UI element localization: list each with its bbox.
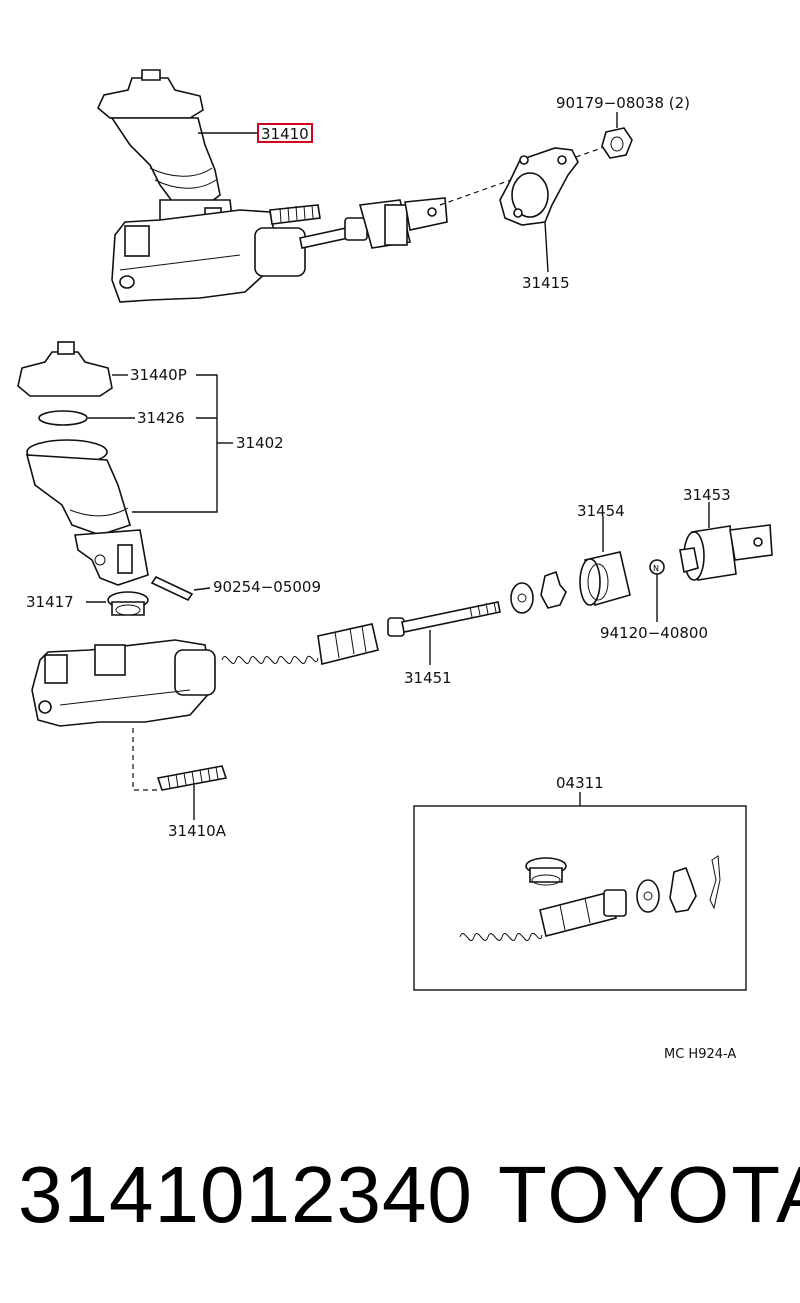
label-31410A[interactable]: 31410A <box>168 822 227 840</box>
bracket-31402 <box>132 374 218 513</box>
label-31415[interactable]: 31415 <box>522 274 570 292</box>
label-31454[interactable]: 31454 <box>577 502 625 520</box>
master-cylinder-assembly <box>97 69 611 303</box>
label-04311[interactable]: 04311 <box>556 774 604 792</box>
reservoir-cap-31440P <box>17 341 113 397</box>
grommet-31417 <box>107 591 149 616</box>
label-90254[interactable]: 90254−05009 <box>213 578 321 596</box>
label-90179[interactable]: 90179−08038 (2) <box>556 94 690 112</box>
label-31410[interactable]: 31410 <box>261 125 309 143</box>
nut-90179 <box>601 127 633 159</box>
highlight-box-31410 <box>257 123 313 143</box>
label-94120[interactable]: 94120−40800 <box>600 624 708 642</box>
label-31453[interactable]: 31453 <box>683 486 731 504</box>
clevis-31453 <box>679 524 773 581</box>
cylinder-body <box>31 639 216 791</box>
pin-90254 <box>150 575 194 602</box>
parts-exploded-diagram: 31410 31415 90179−08038 (2) 31440P 31426… <box>17 69 773 1062</box>
seal-31426 <box>38 410 88 426</box>
label-31426[interactable]: 31426 <box>137 409 185 427</box>
kit-box-04311 <box>413 805 747 991</box>
part-number: 3141012340 <box>18 1150 473 1239</box>
kit-contents <box>459 855 721 941</box>
label-31417[interactable]: 31417 <box>26 593 74 611</box>
leader-31415 <box>544 221 549 273</box>
brand-name: TOYOTA <box>498 1150 800 1239</box>
reservoir-31402 <box>25 439 149 586</box>
leader-90254 <box>193 587 211 591</box>
label-31402[interactable]: 31402 <box>236 434 284 452</box>
washer-clip <box>510 570 567 614</box>
bolt-31451 <box>387 601 501 637</box>
spring-piston <box>221 623 379 665</box>
stud-31410A <box>156 765 228 791</box>
drawing-reference: MC H924-A <box>664 1047 736 1062</box>
gasket-31415 <box>499 147 579 226</box>
svg-text:N: N <box>653 564 659 573</box>
boot-31454 <box>579 551 631 607</box>
nut-94120: N <box>649 559 665 575</box>
label-31451[interactable]: 31451 <box>404 669 452 687</box>
label-31440P[interactable]: 31440P <box>130 366 187 384</box>
